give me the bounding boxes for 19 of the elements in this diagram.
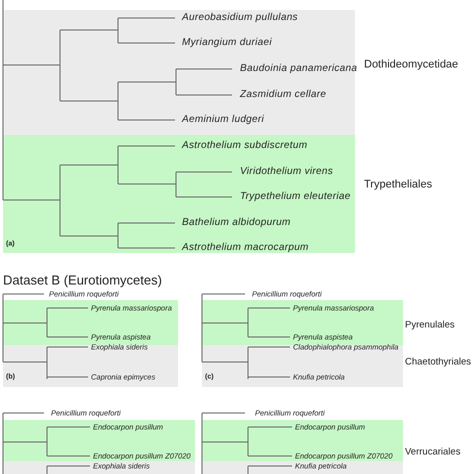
taxon-name: Aureobasidium pullulans: [182, 13, 298, 23]
taxon-name: Zasmidium cellare: [240, 90, 326, 100]
clade-band: [3, 345, 178, 387]
taxon-name: Baudoinia panamericana: [240, 64, 358, 74]
clade-name: Verrucariales: [405, 447, 460, 457]
taxon-name: Trypethelium eleuteriae: [240, 192, 351, 202]
clade-band: [3, 420, 195, 461]
section-heading: Dataset B (Eurotiomycetes): [3, 274, 162, 286]
taxon-name: Aeminium ludgeri: [182, 115, 264, 125]
clade-name: Chaetothyriales: [405, 357, 472, 367]
taxon-name: Astrothelium macrocarpum: [182, 243, 309, 253]
taxon-name: Viridothelium virens: [240, 167, 334, 177]
taxon-name: Myriangium duriaei: [182, 38, 272, 48]
clade-name: Dothideomycetidae: [364, 60, 458, 70]
clade-name: Trypetheliales: [364, 180, 432, 190]
clade-name: Pyrenulales: [405, 320, 455, 330]
taxon-name: Bathelium albidopurum: [182, 218, 291, 228]
clade-band: [3, 300, 178, 345]
taxon-name: Astrothelium subdiscretum: [182, 141, 308, 151]
